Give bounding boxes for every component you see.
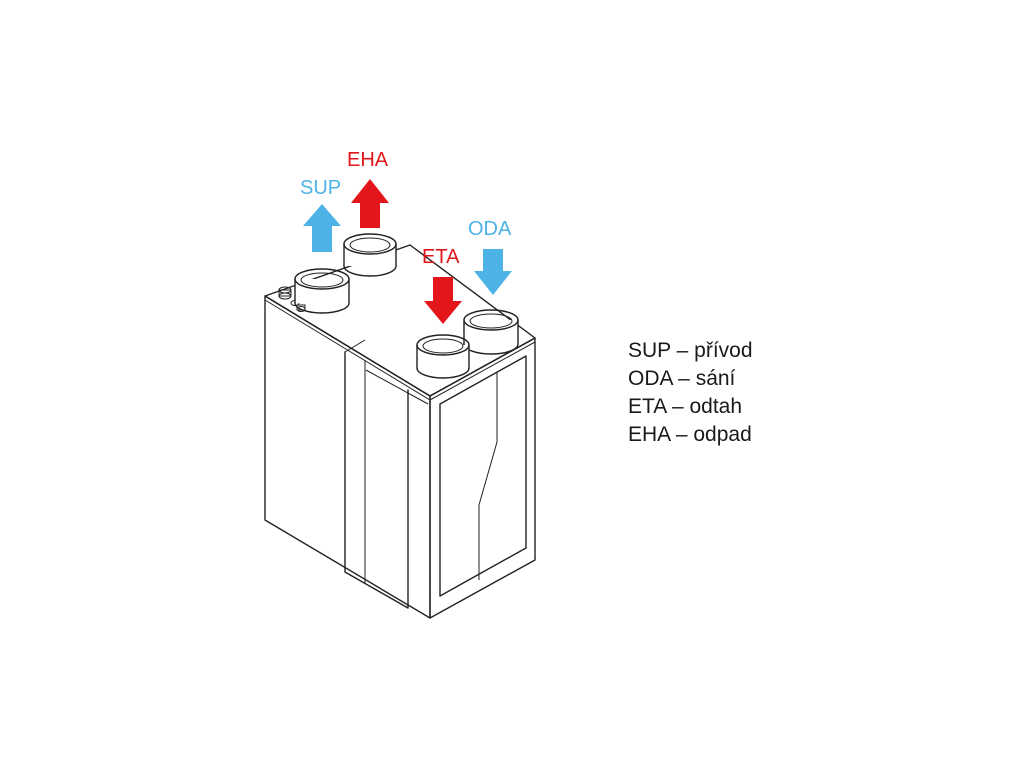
eta-arrow-down-icon [424,277,462,324]
legend-item-oda: ODA – sání [628,367,736,390]
duct-collar-eta [416,334,470,379]
eha-label: EHA [347,149,389,171]
unit-left-face [264,295,431,619]
unit-right-face [429,337,536,619]
oda-label: ODA [468,218,512,240]
unit-side-panel-groove [478,372,498,580]
sup-arrow-up-icon [303,204,341,252]
legend-item-sup: SUP – přívod [628,339,753,362]
duct-collar-eha [343,233,397,277]
duct-collar-sup [294,268,350,314]
legend-item-eta: ETA – odtah [628,395,743,418]
eha-arrow-up-icon [351,179,389,228]
unit-side-panel [439,355,527,597]
sup-label: SUP [300,177,341,199]
unit-connectors [278,286,306,312]
duct-collar-oda [463,309,519,355]
legend-item-eha: EHA – odpad [628,423,752,446]
airflow-legend: SUP – přívod ODA – sání ETA – odtah EHA … [628,337,753,449]
eta-label: ETA [422,246,460,268]
unit-front-panel [344,351,409,609]
ventilation-unit [264,233,536,619]
oda-arrow-down-icon [474,249,512,295]
